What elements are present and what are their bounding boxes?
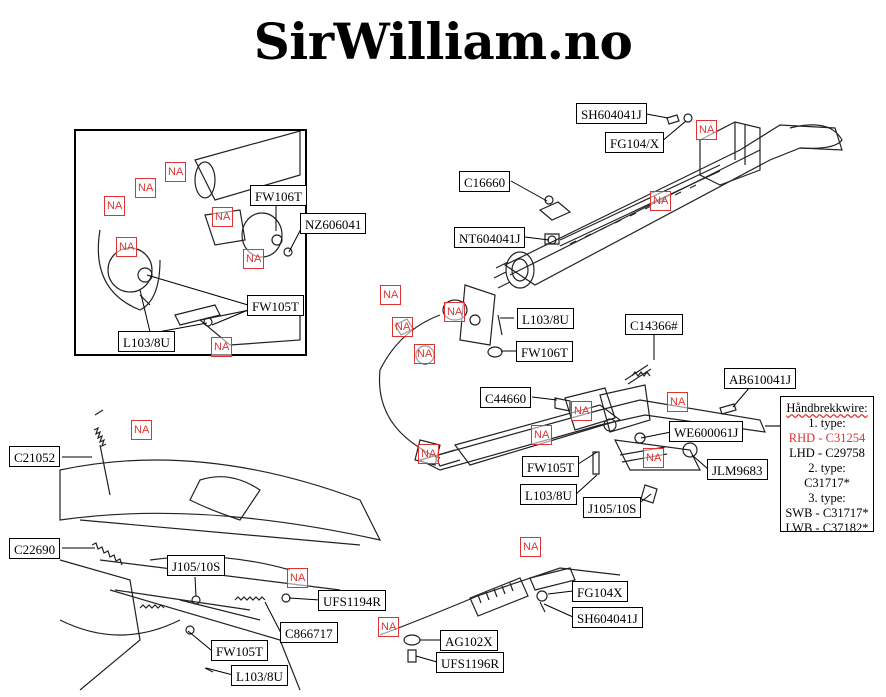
na-marker: NA xyxy=(135,178,157,198)
part-label-sh604041j-lower: SH604041J xyxy=(572,607,643,628)
page-title: SirWilliam.no xyxy=(253,12,633,71)
na-marker: NA xyxy=(531,425,553,445)
legend-line: LHD - C29758 xyxy=(789,446,865,460)
na-marker: NA xyxy=(643,448,665,468)
part-label-fg104x: FG104/X xyxy=(605,132,665,153)
legend-line: LWB - C37182* xyxy=(785,521,869,535)
legend-line: 2. type: xyxy=(808,461,846,475)
na-marker: NA xyxy=(287,568,309,588)
part-label-nz606041: NZ606041 xyxy=(300,213,367,234)
legend-line: 1. type: xyxy=(808,416,846,430)
legend-line: 3. type: xyxy=(808,491,846,505)
part-label-fw105t: FW105T xyxy=(522,456,579,477)
na-marker: NA xyxy=(444,302,466,322)
part-label-ag102x: AG102X xyxy=(440,630,498,651)
part-label-j105-10s: J105/10S xyxy=(583,497,642,518)
inset-detail-frame xyxy=(74,129,307,356)
na-marker: NA xyxy=(414,344,436,364)
na-marker: NA xyxy=(211,337,233,357)
part-label-ab610041j: AB610041J xyxy=(724,368,797,389)
part-label-c44660: C44660 xyxy=(480,387,532,408)
handbrake-cable-upper xyxy=(378,284,503,466)
handbrake-cable-lower xyxy=(379,567,621,663)
na-marker: NA xyxy=(380,285,402,305)
part-label-l103-8u: L103/8U xyxy=(517,308,574,329)
legend-line: SWB - C31717* xyxy=(785,506,869,520)
compensator-assembly xyxy=(418,364,786,504)
part-label-c22690: C22690 xyxy=(9,538,61,559)
part-label-ufs1194r: UFS1194R xyxy=(318,590,387,611)
na-marker: NA xyxy=(418,444,440,464)
part-label-sh604041j: SH604041J xyxy=(576,103,647,124)
legend-line: C31717* xyxy=(804,476,850,490)
legend-heading: Håndbrekkwire: xyxy=(786,401,868,415)
part-label-fw106t-inset: FW106T xyxy=(250,185,307,206)
na-marker: NA xyxy=(243,249,265,269)
part-label-fw106t: FW106T xyxy=(516,341,573,362)
legend-line-rhd: RHD - C31254 xyxy=(788,431,866,445)
part-label-l103-8u-lower: L103/8U xyxy=(231,665,288,686)
na-marker: NA xyxy=(392,317,414,337)
na-marker: NA xyxy=(571,401,593,421)
part-label-fw105t-lower: FW105T xyxy=(211,640,268,661)
part-label-jlm9683: JLM9683 xyxy=(707,459,768,480)
part-label-l103-8u-inset: L103/8U xyxy=(118,331,175,352)
na-marker: NA xyxy=(696,120,718,140)
part-label-j105-10s-lower: J105/10S xyxy=(167,555,226,576)
na-marker: NA xyxy=(520,537,542,557)
part-label-c16660: C16660 xyxy=(459,171,511,192)
part-label-l103-8u: L103/8U xyxy=(520,484,577,505)
part-label-fg104x-lower: FG104X xyxy=(572,581,628,602)
part-label-fw105t-inset: FW105T xyxy=(247,295,304,316)
part-label-c14366: C14366# xyxy=(625,314,683,335)
handbrake-cable-legend: Håndbrekkwire: 1. type: RHD - C31254 LHD… xyxy=(780,396,874,535)
part-label-we600061j: WE600061J xyxy=(669,421,744,442)
na-marker: NA xyxy=(131,420,153,440)
na-marker: NA xyxy=(667,392,689,412)
na-marker: NA xyxy=(116,237,138,257)
part-label-c21052: C21052 xyxy=(9,446,61,467)
part-label-nt604041j: NT604041J xyxy=(454,227,526,248)
handbrake-lever-assembly xyxy=(493,113,843,289)
na-marker: NA xyxy=(378,617,400,637)
na-marker: NA xyxy=(165,162,187,182)
part-label-c866717: C866717 xyxy=(280,622,338,643)
na-marker: NA xyxy=(212,207,234,227)
leader-lines xyxy=(62,112,757,676)
na-marker: NA xyxy=(650,191,672,211)
na-marker: NA xyxy=(104,196,126,216)
part-label-ufs1196r: UFS1196R xyxy=(436,652,505,673)
